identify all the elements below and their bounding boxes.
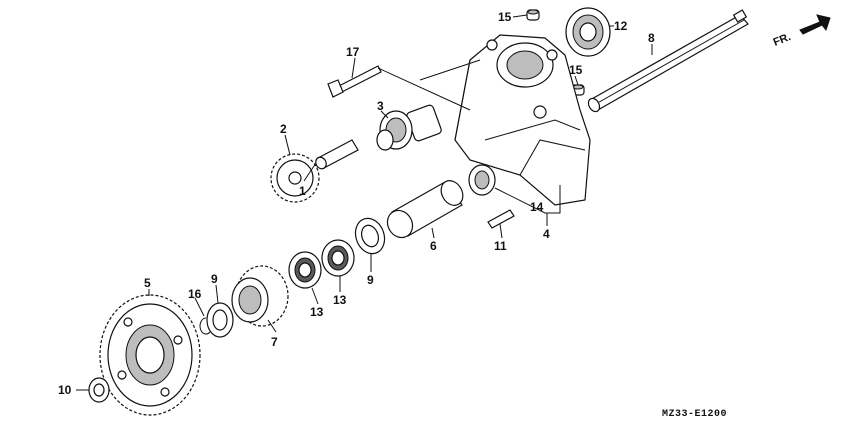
front-direction-indicator: FR.	[772, 14, 831, 49]
callout-6: 6	[430, 239, 437, 253]
callout-15-top: 15	[498, 10, 512, 24]
callout-9-upper: 9	[367, 273, 374, 287]
part-6-shaft	[386, 180, 464, 239]
callout-13-right: 13	[333, 293, 347, 307]
part-7-gear	[231, 265, 289, 327]
part-5-large-gear	[99, 294, 201, 416]
callout-labels: 15 12 8 15 17 3 2 1 14 4 6 11 9 13 13 9 …	[58, 10, 655, 397]
callout-4: 4	[543, 227, 550, 241]
diagram-code: MZ33-E1200	[662, 409, 727, 420]
part-13-bearing-right	[321, 239, 355, 277]
part-17-bolt	[327, 65, 382, 98]
part-4-housing	[454, 34, 591, 206]
front-arrow-icon	[799, 14, 831, 35]
part-9-washer-upper	[354, 217, 386, 255]
part-1-pin	[315, 139, 359, 170]
callout-2: 2	[280, 122, 287, 136]
callout-3: 3	[377, 99, 384, 113]
callout-8: 8	[648, 31, 655, 45]
front-label: FR.	[772, 31, 793, 49]
callout-12: 12	[614, 19, 628, 33]
part-2-gear	[270, 153, 320, 203]
callout-17: 17	[346, 45, 360, 59]
callout-5: 5	[144, 276, 151, 290]
leader-lines	[76, 14, 653, 391]
callout-1: 1	[299, 184, 306, 198]
part-13-bearing-left	[288, 251, 322, 289]
part-15-dowel-top	[526, 9, 540, 21]
callout-10: 10	[58, 383, 72, 397]
part-14-needle-bearing	[468, 164, 496, 196]
callout-11: 11	[494, 239, 507, 253]
callout-15-right: 15	[569, 63, 583, 77]
part-16-clip	[199, 317, 211, 335]
part-10-washer	[88, 377, 110, 403]
part-9-washer-lower	[206, 302, 234, 338]
callout-13-left: 13	[310, 305, 324, 319]
callout-7: 7	[271, 335, 278, 349]
callout-9-lower: 9	[211, 272, 218, 286]
part-11-pin	[487, 209, 515, 229]
callout-16: 16	[188, 287, 202, 301]
part-12-bearing	[565, 7, 611, 57]
part-3-gear-shaft	[376, 104, 442, 151]
callout-14: 14	[530, 200, 544, 214]
part-8-shaft	[587, 9, 749, 113]
